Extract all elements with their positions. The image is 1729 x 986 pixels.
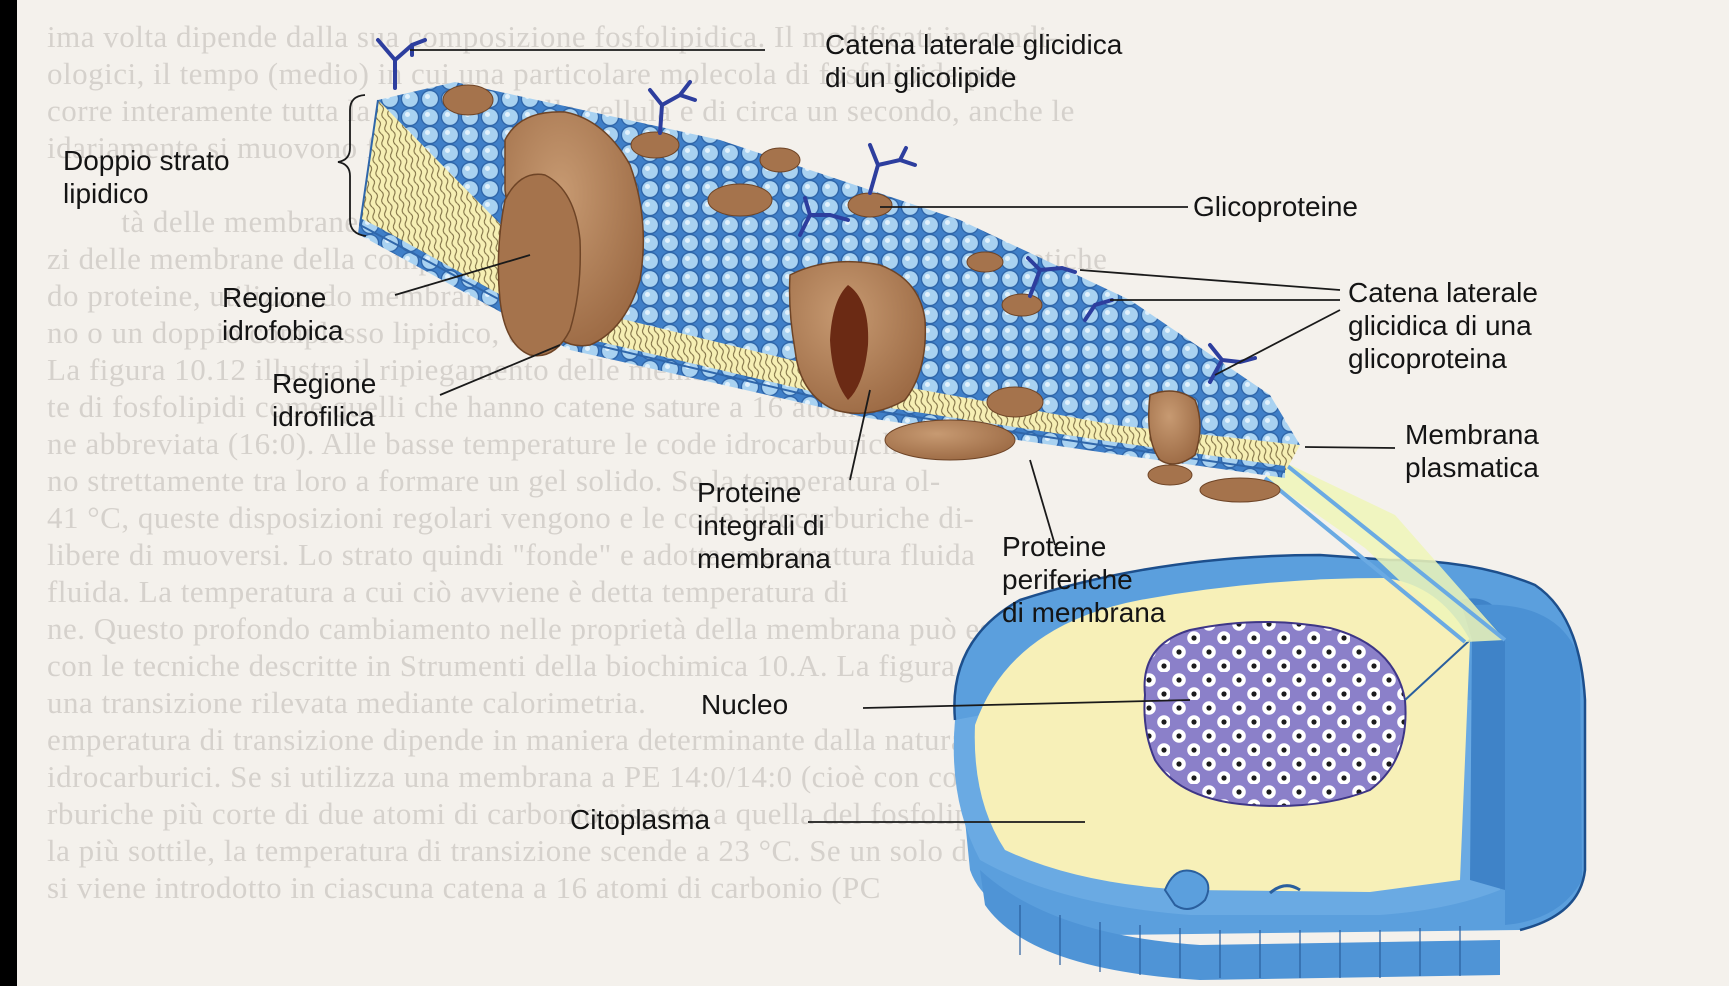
- label-proteine-integrali: Proteine integrali di membrana: [697, 476, 831, 575]
- peripheral-protein-1: [885, 420, 1015, 460]
- glycoprotein-chain-2: [870, 145, 915, 193]
- surface-protein-7: [1002, 294, 1042, 316]
- label-regione-idrofilica: Regione idrofilica: [272, 367, 376, 433]
- peripheral-protein-2: [987, 387, 1043, 417]
- glycoprotein-chain-1: [650, 82, 695, 133]
- surface-protein-6: [967, 252, 1003, 272]
- integral-protein-small-right: [1149, 391, 1200, 464]
- surface-protein-3: [760, 148, 800, 172]
- membrane-slab: [358, 82, 1300, 502]
- peripheral-protein-3: [1200, 478, 1280, 502]
- label-glycoprotein-chain: Catena laterale glicidica di una glicopr…: [1348, 276, 1538, 375]
- nucleus: [1144, 622, 1405, 806]
- label-nucleo: Nucleo: [701, 688, 788, 721]
- label-glycolipid-chain: Catena laterale glicidica di un glicolip…: [825, 28, 1122, 94]
- surface-protein-4: [708, 184, 772, 216]
- label-glicoproteine: Glicoproteine: [1193, 190, 1358, 223]
- label-regione-idrofobica: Regione idrofobica: [222, 281, 343, 347]
- label-citoplasma: Citoplasma: [570, 803, 710, 836]
- label-membrana-plasmatica: Membrana plasmatica: [1405, 418, 1539, 484]
- surface-protein-5: [848, 193, 892, 217]
- glycolipid-chain: [378, 40, 425, 88]
- label-doppio-strato: Doppio strato lipidico: [63, 144, 230, 210]
- surface-protein-2: [631, 132, 679, 158]
- surface-protein-1: [443, 85, 493, 115]
- label-proteine-periferiche: Proteine periferiche di membrana: [1002, 530, 1165, 629]
- integral-protein-tall: [498, 174, 580, 355]
- peripheral-protein-4: [1148, 465, 1192, 485]
